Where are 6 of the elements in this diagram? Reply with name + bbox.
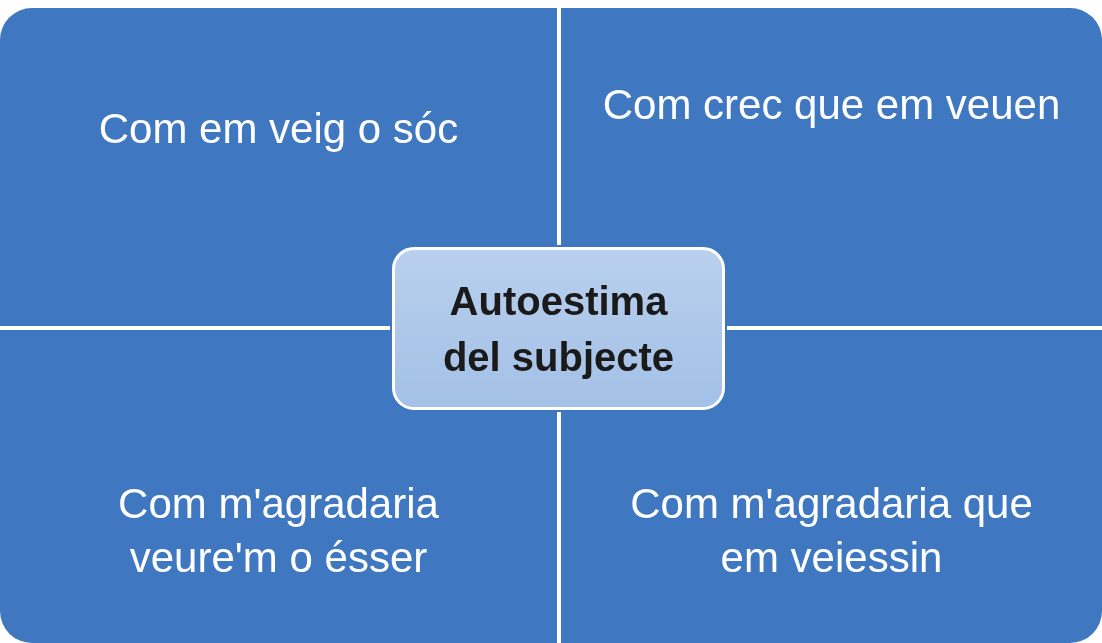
center-label: Autoestima del subjecte xyxy=(441,277,676,381)
quadrant-label: Com em veig o sóc xyxy=(98,104,459,154)
quadrant-label: Com m'agradaria que em veiessin xyxy=(629,479,1034,583)
quadrant-label: Com m'agradaria veure'm o ésser xyxy=(117,479,440,583)
quadrant-label: Com crec que em veuen xyxy=(602,80,1061,130)
center-box xyxy=(392,247,725,410)
